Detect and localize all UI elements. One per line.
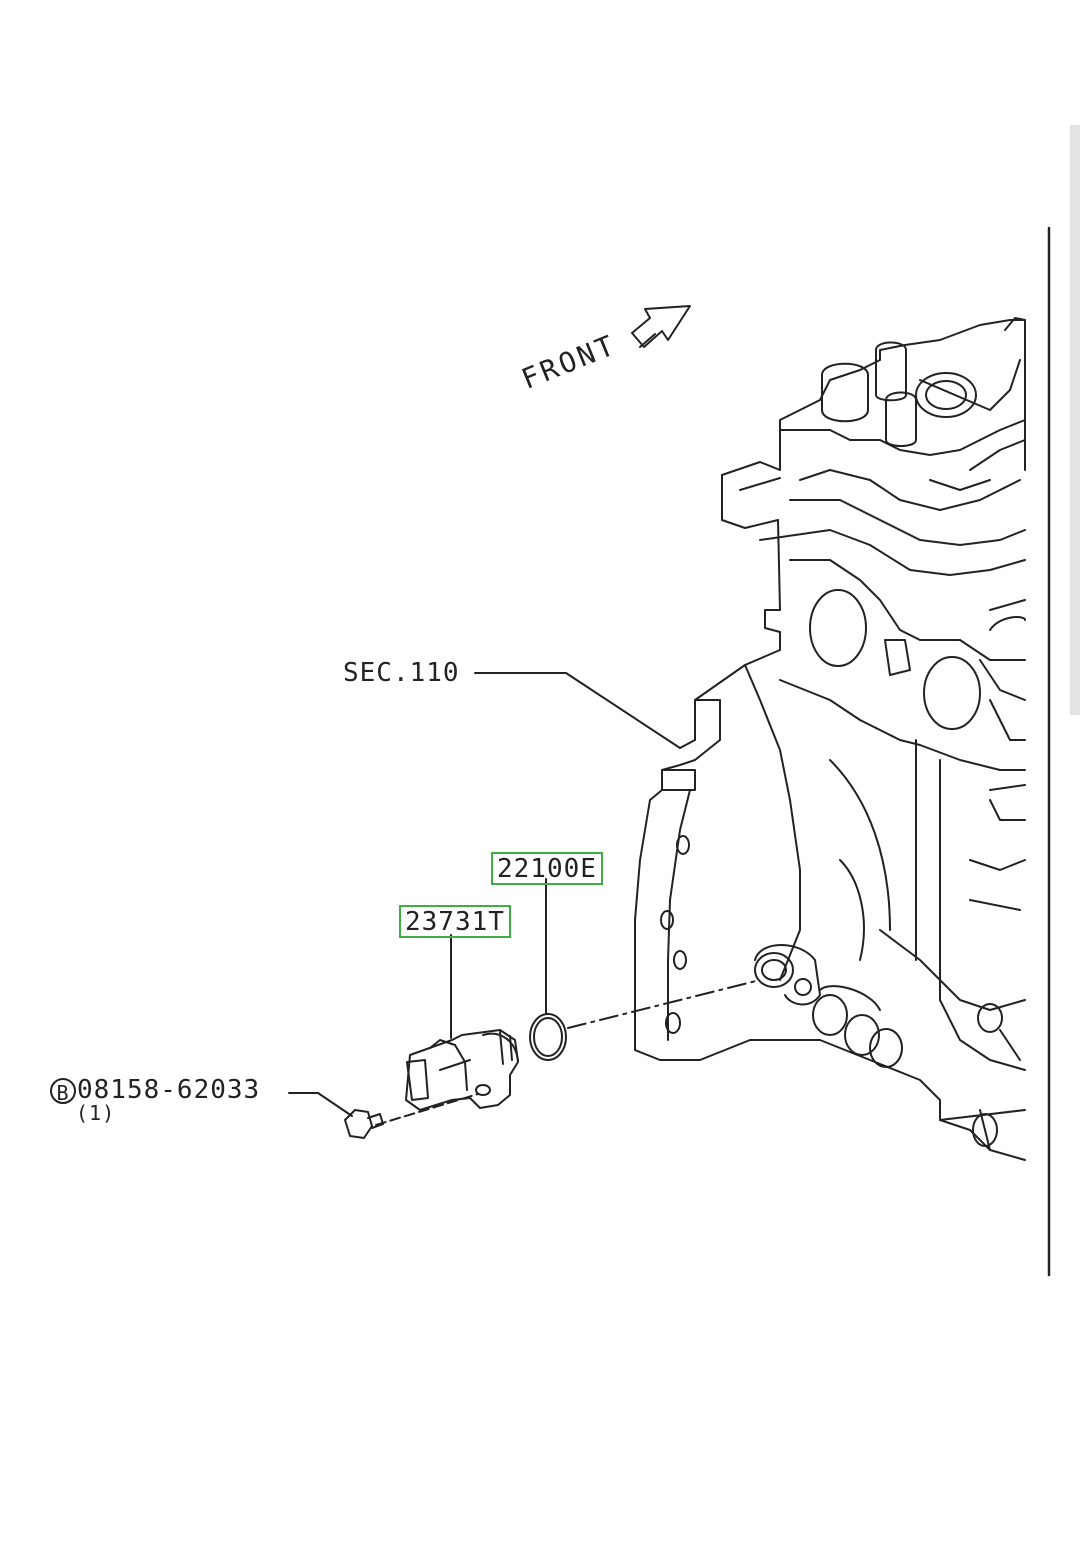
lower-block-drawing [812,929,1026,1151]
part-code-cam-sensor[interactable]: 23731T [399,905,511,938]
o-ring-drawing [529,1013,567,1061]
cam-sensor-drawing [405,1029,519,1111]
bolt-drawing [344,1109,384,1139]
sensor-bore-drawing [754,944,821,1006]
section-reference-label: SEC.110 [343,658,460,688]
engine-block-drawing [679,559,1026,1001]
end-plate-drawing [634,664,1026,1161]
bolt-part-number: 08158-62033 [77,1075,261,1105]
part-code-o-ring[interactable]: 22100E [491,852,603,885]
bolt-quantity: (1) [76,1101,116,1125]
vertical-scrollbar[interactable] [1070,125,1080,715]
bolt-symbol: B [50,1077,76,1105]
front-arrow-icon [631,305,691,348]
cylinder-head-drawing [721,317,1026,611]
